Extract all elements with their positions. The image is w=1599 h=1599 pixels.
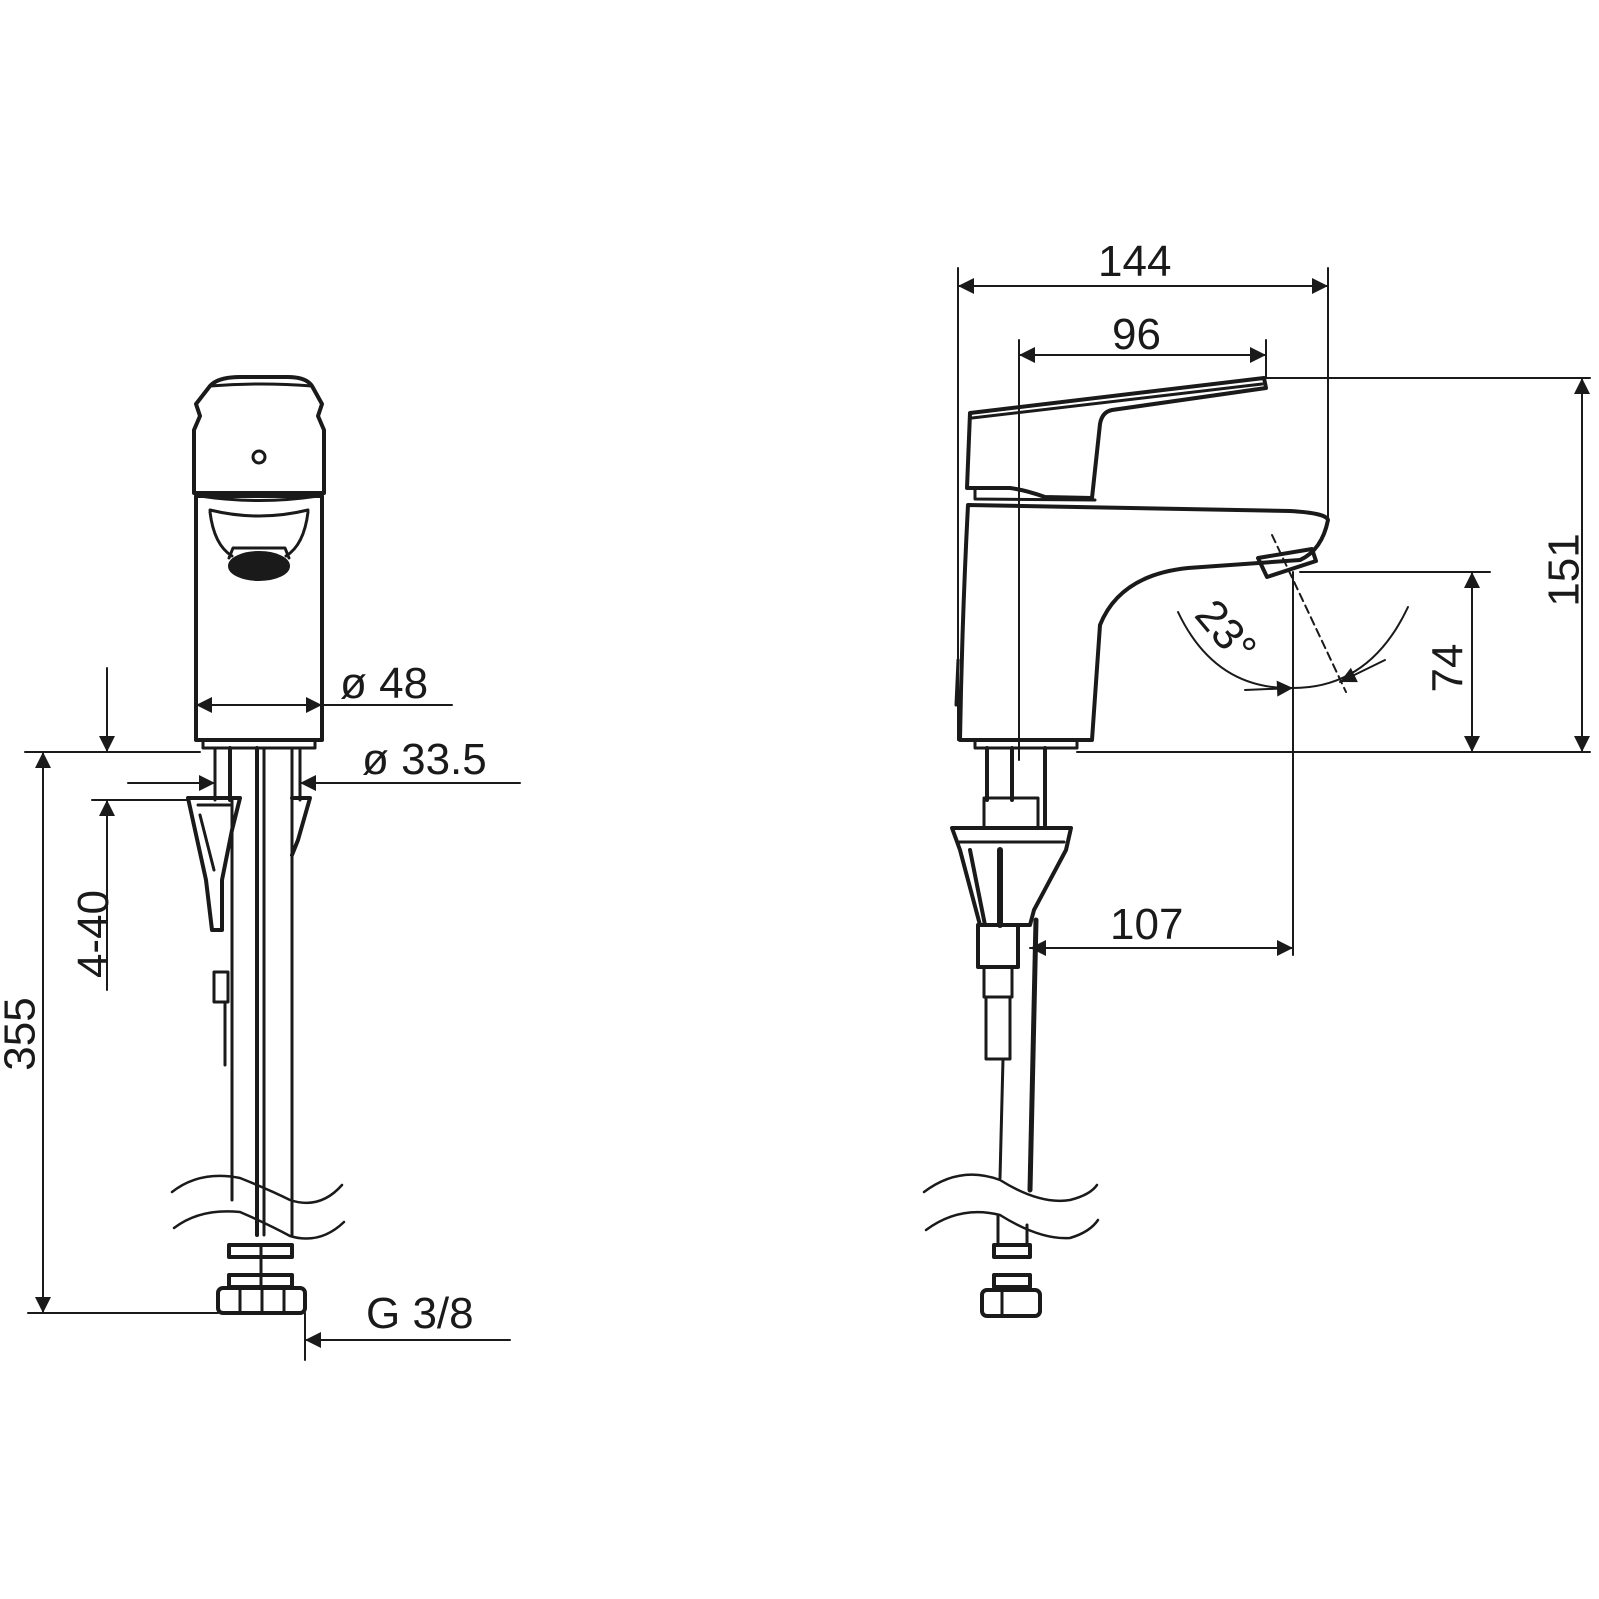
label-overall-height: 151: [1539, 533, 1589, 607]
label-overall-depth: 144: [1098, 237, 1172, 286]
break-line: [922, 1173, 1099, 1202]
label-spout-reach: 107: [1110, 900, 1184, 949]
label-connection-thread: G 3/8: [366, 1289, 474, 1338]
label-lever-length: 96: [1112, 310, 1161, 359]
break-line: [172, 1210, 346, 1240]
side-dimensions: [957, 267, 1591, 956]
label-shank-diameter: ø 33.5: [362, 735, 487, 784]
lever-hole: [251, 449, 267, 465]
side-view: [922, 376, 1330, 1318]
break-line: [924, 1210, 1100, 1240]
label-deck-thickness: 4-40: [69, 889, 119, 979]
side-lever: [965, 376, 1268, 500]
front-lever-handle: [192, 375, 326, 495]
label-spout-height: 74: [1423, 643, 1473, 693]
side-fixing-cone: [950, 826, 1073, 927]
label-hose-length: 355: [0, 997, 45, 1071]
side-connection-nut: [980, 1288, 1042, 1318]
front-fixing-wedge: [186, 796, 242, 932]
angle-arc: [1177, 611, 1294, 690]
side-body: [958, 503, 1330, 742]
label-body-diameter: ø 48: [340, 659, 429, 708]
break-line: [170, 1174, 344, 1205]
front-dimensions: [24, 667, 521, 1361]
front-view: [170, 375, 346, 1315]
